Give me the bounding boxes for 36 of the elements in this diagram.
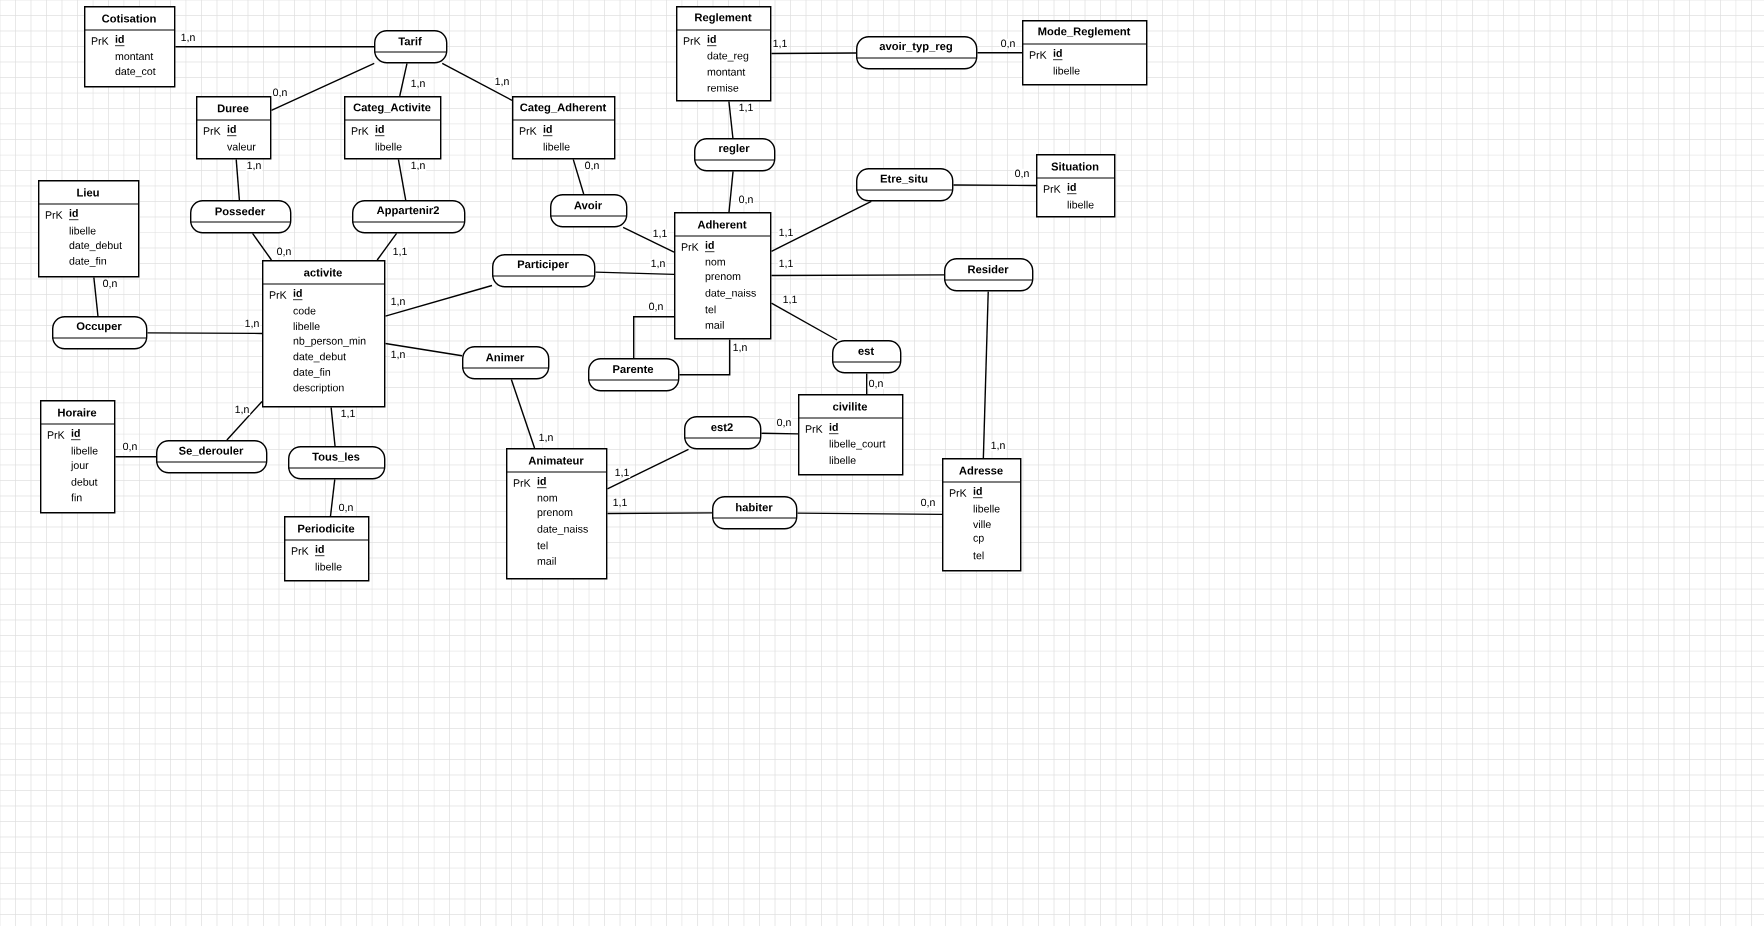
connector-line bbox=[441, 62, 513, 102]
connector-line bbox=[174, 46, 375, 48]
connector-line bbox=[251, 232, 273, 261]
connector-line bbox=[976, 52, 1023, 54]
connector-line bbox=[384, 284, 493, 317]
connector-line bbox=[622, 226, 675, 253]
connector-line bbox=[728, 170, 734, 213]
connector-line bbox=[235, 158, 241, 201]
connector-line bbox=[93, 276, 99, 317]
connector-line bbox=[594, 271, 675, 276]
connector-line bbox=[330, 406, 336, 447]
connector-line bbox=[510, 378, 536, 449]
connector-line bbox=[572, 158, 585, 195]
connector-line bbox=[982, 290, 989, 459]
connector-line bbox=[397, 158, 407, 201]
connector-line bbox=[270, 62, 375, 112]
connector-line bbox=[796, 512, 943, 516]
connector-line bbox=[770, 200, 873, 253]
connector-line bbox=[384, 342, 463, 357]
connector-line bbox=[770, 52, 857, 55]
connector-line bbox=[952, 184, 1037, 187]
connector-line bbox=[376, 232, 398, 261]
connector-line bbox=[770, 302, 838, 341]
connector-line bbox=[114, 456, 157, 458]
connector-line bbox=[760, 432, 799, 435]
connector-line bbox=[606, 512, 713, 515]
connector-line bbox=[329, 478, 336, 517]
connector-line bbox=[770, 274, 945, 277]
connector-line bbox=[866, 372, 868, 395]
connector-line bbox=[399, 62, 408, 97]
connector-line bbox=[606, 448, 690, 490]
connector-line bbox=[146, 332, 263, 335]
connector-line bbox=[728, 100, 734, 139]
connector-line bbox=[678, 338, 731, 376]
connector-line bbox=[226, 400, 263, 441]
connector-line bbox=[633, 316, 675, 359]
